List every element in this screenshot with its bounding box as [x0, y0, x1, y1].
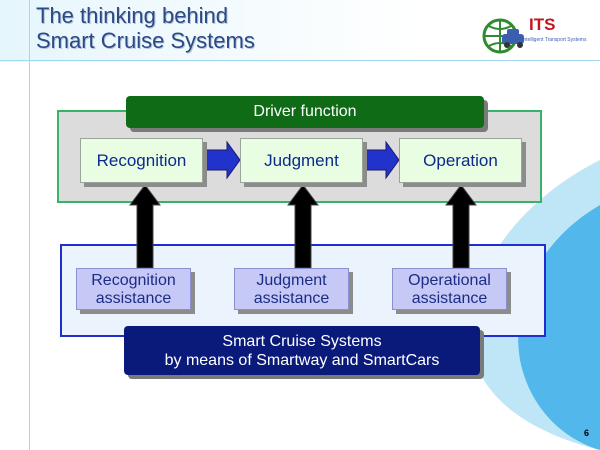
- globe-car-icon: [482, 18, 524, 54]
- driver-function-header: Driver function: [126, 96, 484, 128]
- recognition-assistance-line-2: assistance: [95, 290, 172, 307]
- title-line-1: The thinking behind: [36, 3, 229, 28]
- logo-subtitle: Intelligent Transport Systems: [522, 37, 587, 43]
- recognition-assistance: Recognition assistance: [76, 268, 191, 310]
- page-title: The thinking behind Smart Cruise Systems: [36, 3, 255, 53]
- its-logo: [482, 18, 524, 54]
- operational-assistance-line-1: Operational: [408, 272, 491, 289]
- smart-cruise-systems-box: Smart Cruise Systems by means of Smartwa…: [124, 326, 480, 375]
- judgment-assistance-line-2: assistance: [253, 290, 330, 307]
- judgment-assistance-line-1: Judgment: [256, 272, 327, 289]
- smart-cruise-line-2: by means of Smartway and SmartCars: [164, 352, 440, 369]
- logo-text: ITS: [529, 15, 556, 34]
- recognition-assistance-line-1: Recognition: [91, 272, 176, 289]
- title-line-2: Smart Cruise Systems: [36, 28, 255, 53]
- step-judgment: Judgment: [240, 138, 363, 183]
- up-arrow-recognition: [129, 184, 161, 269]
- up-arrow-operation: [445, 184, 477, 269]
- step-recognition: Recognition: [80, 138, 203, 183]
- left-divider: [29, 0, 30, 450]
- smart-cruise-line-1: Smart Cruise Systems: [222, 333, 382, 350]
- step-operation: Operation: [399, 138, 522, 183]
- flow-arrow-recognition-to-judgment: [203, 140, 241, 180]
- header-divider: [0, 60, 600, 61]
- judgment-assistance: Judgment assistance: [234, 268, 349, 310]
- operational-assistance-line-2: assistance: [411, 290, 488, 307]
- operational-assistance: Operational assistance: [392, 268, 507, 310]
- flow-arrow-judgment-to-operation: [361, 140, 400, 180]
- up-arrow-judgment: [287, 184, 319, 269]
- page-number: 6: [584, 428, 590, 438]
